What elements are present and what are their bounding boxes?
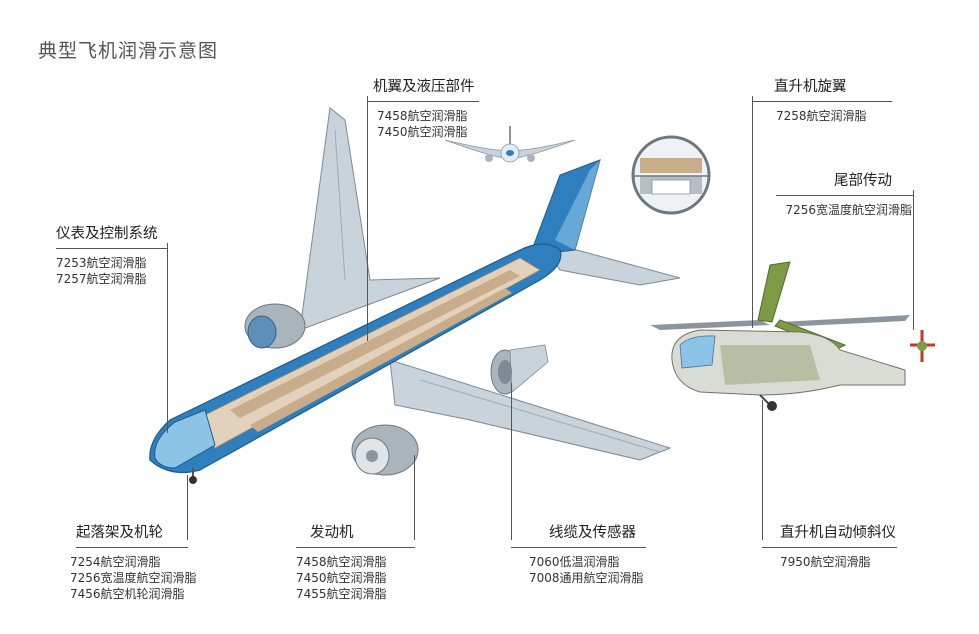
group-item: 7455航空润滑脂 bbox=[296, 587, 387, 601]
airliner-cutaway-icon bbox=[149, 107, 681, 484]
group-swash: 直升机自动倾斜仪 7950航空润滑脂 bbox=[762, 521, 897, 570]
connector-rotor bbox=[752, 96, 753, 328]
connector-tail bbox=[913, 190, 914, 330]
group-cable: 线缆及传感器 7060低温润滑脂 7008通用航空润滑脂 bbox=[511, 521, 646, 586]
group-item: 7254航空润滑脂 bbox=[70, 555, 161, 569]
group-instrument: 仪表及控制系统 7253航空润滑脂 7257航空润滑脂 bbox=[56, 222, 168, 287]
jet-engine-icon bbox=[490, 344, 549, 395]
group-item: 7256宽温度航空润滑脂 bbox=[785, 203, 912, 217]
connector-landing bbox=[187, 475, 188, 540]
group-heading: 发动机 bbox=[296, 521, 415, 548]
group-tail: 尾部传动 7256宽温度航空润滑脂 bbox=[776, 169, 914, 218]
group-item: 7450航空润滑脂 bbox=[296, 571, 387, 585]
group-item: 7060低温润滑脂 bbox=[529, 555, 620, 569]
group-heading: 机翼及液压部件 bbox=[367, 75, 479, 102]
group-item: 7456航空机轮润滑脂 bbox=[70, 587, 185, 601]
group-landing: 起落架及机轮 7254航空润滑脂 7256宽温度航空润滑脂 7456航空机轮润滑… bbox=[70, 521, 197, 602]
airliner-front-view-icon bbox=[444, 126, 576, 163]
group-rotor: 直升机旋翼 7258航空润滑脂 bbox=[752, 75, 892, 124]
group-heading: 仪表及控制系统 bbox=[56, 222, 168, 249]
group-heading: 直升机旋翼 bbox=[752, 75, 892, 102]
group-item: 7008通用航空润滑脂 bbox=[529, 571, 644, 585]
group-item: 7253航空润滑脂 bbox=[56, 256, 147, 270]
group-heading: 起落架及机轮 bbox=[76, 521, 188, 548]
connector-wing bbox=[367, 96, 368, 341]
page-title: 典型飞机润滑示意图 bbox=[38, 40, 219, 62]
group-item: 7450航空润滑脂 bbox=[377, 125, 468, 139]
group-heading: 尾部传动 bbox=[776, 169, 914, 196]
group-heading: 直升机自动倾斜仪 bbox=[762, 521, 897, 548]
connector-instrument bbox=[167, 243, 168, 433]
group-item: 7258航空润滑脂 bbox=[776, 109, 867, 123]
group-item: 7257航空润滑脂 bbox=[56, 272, 147, 286]
connector-engine bbox=[414, 455, 415, 540]
connector-cable bbox=[511, 383, 512, 540]
fuselage-cross-section-icon bbox=[631, 135, 711, 215]
group-item: 7950航空润滑脂 bbox=[780, 555, 871, 569]
group-item: 7256宽温度航空润滑脂 bbox=[70, 571, 197, 585]
group-item: 7458航空润滑脂 bbox=[296, 555, 387, 569]
connector-swash bbox=[762, 400, 763, 540]
group-wing: 机翼及液压部件 7458航空润滑脂 7450航空润滑脂 bbox=[367, 75, 479, 140]
helicopter-cutaway-icon bbox=[650, 261, 935, 411]
group-heading: 线缆及传感器 bbox=[511, 521, 646, 548]
group-item: 7458航空润滑脂 bbox=[377, 109, 468, 123]
group-engine: 发动机 7458航空润滑脂 7450航空润滑脂 7455航空润滑脂 bbox=[296, 521, 415, 602]
